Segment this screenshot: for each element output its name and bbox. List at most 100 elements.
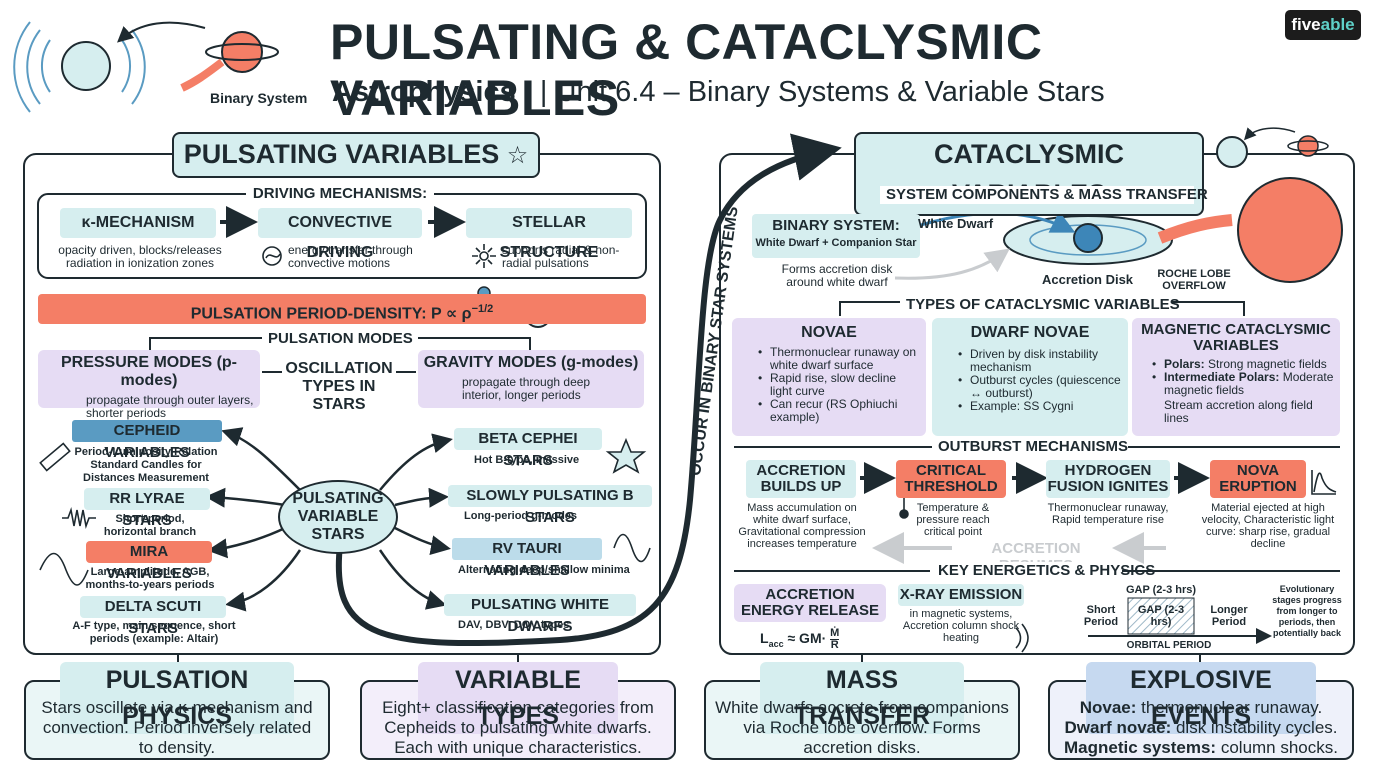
pulsating-title: PULSATING VARIABLES ☆ [172, 132, 540, 178]
card-explosive-events-text: Novae: thermonuclear runaway. Dwarf nova… [1054, 698, 1348, 758]
card-variable-types-title: VARIABLE TYPES [418, 662, 618, 734]
magnetic-item-3: Stream accretion along field lines [1164, 398, 1313, 425]
white-dwarf-label: White Dwarf [918, 216, 994, 231]
kappa-mechanism-desc: opacity driven, blocks/releases radiatio… [58, 243, 222, 270]
stellar-structure-desc: supports radial & non-radial pulsations [502, 243, 620, 270]
xray-box: X-RAY EMISSION [898, 584, 1024, 606]
formula-rhs: ≈ GM· [787, 630, 827, 647]
fiveable-logo[interactable]: fiveable [1285, 10, 1361, 40]
binary-system-box: BINARY SYSTEM: White Dwarf + Companion S… [752, 214, 920, 258]
dwarf-novae-item-1: Driven by disk instability mechanism [958, 348, 1122, 374]
step-critical: CRITICAL THRESHOLD [896, 460, 1006, 498]
page-title: PULSATING & CATACLYSMIC VARIABLES [330, 14, 1043, 126]
novae-item-1: Thermonuclear runaway on white dwarf sur… [758, 346, 920, 372]
components-label: SYSTEM COMPONENTS & MASS TRANSFER [880, 186, 1208, 204]
magnetic-item-2: Intermediate Polars: Moderate magnetic f… [1152, 371, 1334, 397]
star-pulse-icon: ☆ [506, 142, 529, 169]
binary-system-desc: Forms accretion disk around white dwarf [781, 262, 893, 289]
explosive-t3: column shocks. [1216, 738, 1338, 757]
binary-system-sub: White Dwarf + Companion Star [755, 237, 917, 249]
dwarf-novae-box: DWARF NOVAE Driven by disk instability m… [932, 318, 1128, 436]
page-subtitle: Astrophysics I | Unit 6.4 – Binary Syste… [332, 74, 1232, 110]
hub-ellipse [278, 480, 398, 554]
hub-label: PULSATING VARIABLE STARS [292, 490, 384, 543]
rv-tauri-desc: Alternating deep/shallow minima [458, 564, 630, 576]
gap-top-label: GAP (2-3 hrs) [1125, 584, 1197, 596]
energetics-label: KEY ENERGETICS & PHYSICS [932, 562, 1155, 580]
explosive-b3: Magnetic systems: [1063, 738, 1217, 757]
novae-title: NOVAE [801, 324, 857, 341]
polars-label: Polars: [1164, 357, 1205, 371]
dwarf-novae-item-3: Example: SS Cygni [958, 400, 1122, 414]
gap-box-label: GAP (2-3 hrs) [1137, 604, 1185, 628]
outburst-label: OUTBURST MECHANISMS [932, 438, 1128, 456]
convective-driving-desc: energy transfer through convective motio… [288, 243, 413, 270]
p-modes-desc: propagate through outer layers, shorter … [86, 393, 254, 420]
accretion-disk-label: Accretion Disk [1042, 272, 1134, 287]
explosive-line-3: Magnetic systems: column shocks. [1054, 738, 1348, 758]
card-explosive-events-title: EXPLOSIVE EVENTS [1086, 662, 1316, 734]
roche-lobe-label: ROCHE LOBE OVERFLOW [1157, 268, 1231, 292]
cepheid-title: CEPHEID VARIABLES [72, 420, 222, 461]
magnetic-title: MAGNETIC CATACLYSMIC VARIABLES [1141, 321, 1331, 354]
beta-cephei-desc: Hot B-type, massive [474, 454, 580, 466]
step-hydrogen: HYDROGEN FUSION IGNITES [1046, 460, 1170, 498]
period-density-exponent: −1/2 [471, 303, 494, 315]
card-pulsation-physics-text: Stars oscillate via κ-mechanism and conv… [41, 698, 313, 757]
rr-lyrae-title: RR LYRAE STARS [84, 488, 210, 529]
subtitle-separator: | [539, 76, 548, 108]
novae-item-2: Rapid rise, slow decline light curve [758, 372, 920, 398]
polars-text: Strong magnetic fields [1204, 357, 1327, 371]
delta-scuti-title: DELTA SCUTI STARS [80, 596, 226, 637]
formula-l: L [760, 630, 769, 647]
explosive-line-2: Dwarf novae: disk instability cycles. [1054, 718, 1348, 738]
types-label: TYPES OF CATACLYSMIC VARIABLES [900, 296, 1180, 314]
g-modes-desc: propagate through deep interior, longer … [462, 375, 591, 402]
card-pulsation-physics-title: PULSATION PHYSICS [60, 662, 294, 734]
g-modes-box: GRAVITY MODES (g-modes) propagate throug… [418, 350, 644, 408]
step-accretion-desc: Mass accumulation on white dwarf surface… [738, 502, 866, 550]
unit-name: Unit 6.4 – Binary Systems & Variable Sta… [555, 76, 1105, 108]
step-nova-desc: Material ejected at high velocity, Chara… [1201, 502, 1335, 550]
step-critical-desc: Temperature & pressure reach critical po… [916, 502, 990, 538]
binary-system-illustration [13, 21, 279, 113]
stellar-structure-box: STELLAR STRUCTURE [466, 208, 632, 261]
step-nova: NOVA ERUPTION [1210, 460, 1306, 498]
explosive-t1: thermonuclear runaway. [1136, 698, 1323, 717]
rv-tauri-title: RV TAURI VARIABLES [452, 538, 602, 579]
card-variable-types-text: Eight+ classification categories from Ce… [382, 698, 654, 757]
explosive-b2: Dwarf novae: [1064, 718, 1172, 737]
formula-sub: acc [768, 639, 784, 649]
intermediate-polars-text: Moderate magnetic fields [1164, 370, 1334, 397]
xray-desc: in magnetic systems, Accretion column sh… [902, 608, 1020, 644]
evolution-note: Evolutionary stages progress from longer… [1272, 584, 1342, 638]
intermediate-polars-label: Intermediate Polars: [1164, 370, 1280, 384]
formula-num: Ṁ [830, 627, 840, 640]
course-name: Astrophysics I [332, 76, 532, 108]
pulsating-wd-title: PULSATING WHITE DWARFS [444, 594, 636, 635]
step-accretion: ACCRETION BUILDS UP [746, 460, 856, 498]
short-period-label: Short Period [1083, 604, 1119, 628]
g-modes-title: GRAVITY MODES (g-modes) [423, 354, 639, 371]
explosive-b1: Novae: [1079, 698, 1137, 717]
novae-item-3: Can recur (RS Ophiuchi example) [758, 398, 920, 424]
pulsating-wd-desc: DAV, DBV, DOV types [458, 619, 570, 631]
period-density-bar: PULSATION PERIOD-DENSITY: P ∝ ρ−1/2 [38, 294, 646, 324]
mira-desc: Large-amplitude, AGB, months-to-years pe… [85, 566, 215, 591]
cepheid-desc: Period-Luminosity Relation Standard Cand… [74, 446, 218, 484]
novae-box: NOVAE Thermonuclear runaway on white dwa… [732, 318, 926, 436]
accretion-energy-box: ACCRETION ENERGY RELEASE [734, 584, 886, 622]
spb-desc: Long-period g-modes [464, 510, 578, 522]
pulsating-title-text: PULSATING VARIABLES [183, 139, 500, 169]
pulsation-modes-label: PULSATION MODES [262, 330, 418, 348]
logo-part-b: able [1320, 15, 1355, 34]
magnetic-item-1: Polars: Strong magnetic fields [1152, 357, 1334, 372]
kappa-mechanism-box: κ-MECHANISM [60, 208, 216, 238]
magnetic-box: MAGNETIC CATACLYSMIC VARIABLES Polars: S… [1132, 318, 1340, 436]
mira-title: MIRA VARIABLES [86, 541, 212, 582]
delta-scuti-desc: A-F type, main sequence, short periods (… [72, 620, 236, 645]
driving-mechanisms-label: DRIVING MECHANISMS: [246, 185, 434, 203]
logo-part-a: five [1291, 15, 1321, 34]
